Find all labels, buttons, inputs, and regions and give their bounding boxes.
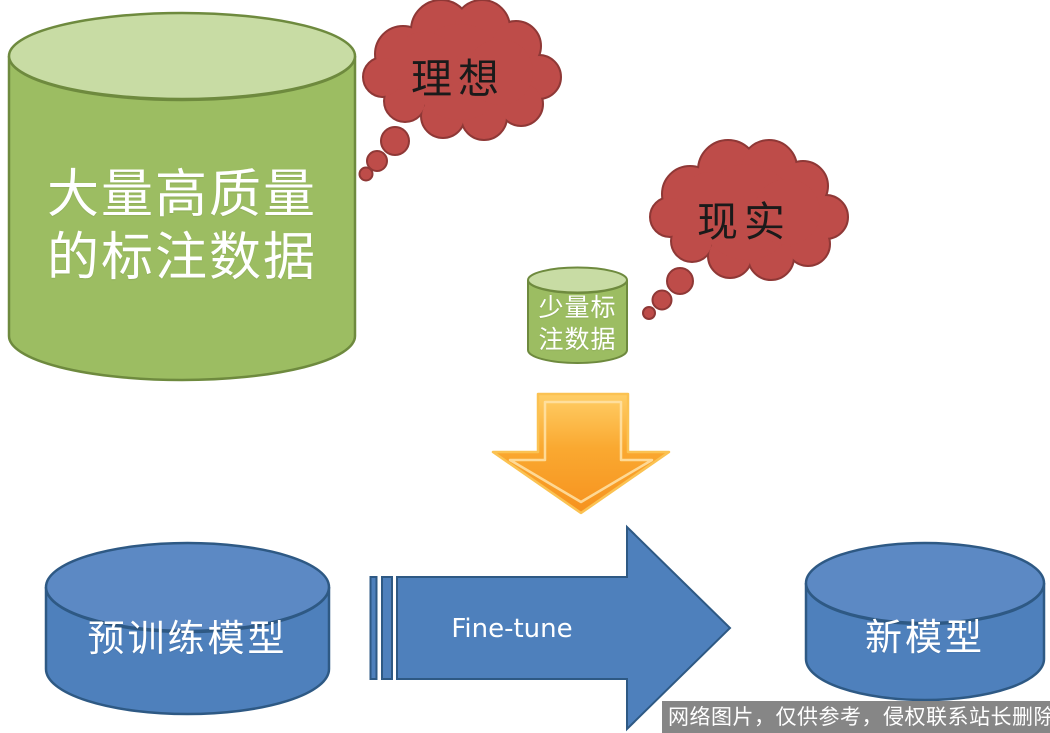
big-data-line2: 的标注数据: [46, 228, 317, 288]
reality-cloud-label: 现实: [697, 198, 791, 246]
finetune-arrow: [369, 524, 732, 732]
pretrained-model-label: 预训练模型: [87, 617, 288, 660]
new-model-cylinder: [804, 541, 1046, 702]
small-data-line2: 注数据: [538, 325, 617, 354]
new-model-label: 新模型: [865, 616, 985, 659]
small-data-cylinder-label: 少量标 注数据: [527, 292, 628, 356]
ideal-cloud-label: 理想: [411, 55, 505, 103]
big-data-cylinder: [7, 11, 357, 382]
pretrained-model-cylinder: [44, 541, 331, 716]
big-data-line1: 大量高质量: [46, 165, 317, 225]
small-data-line1: 少量标: [538, 293, 617, 322]
down-arrow-icon: [491, 392, 671, 515]
watermark: 网络图片，仅供参考，侵权联系站长删除: [662, 701, 1050, 733]
finetune-arrow-label: Fine-tune: [451, 613, 573, 644]
big-data-cylinder-label: 大量高质量 的标注数据: [8, 164, 356, 290]
small-data-cylinder: [527, 266, 628, 364]
